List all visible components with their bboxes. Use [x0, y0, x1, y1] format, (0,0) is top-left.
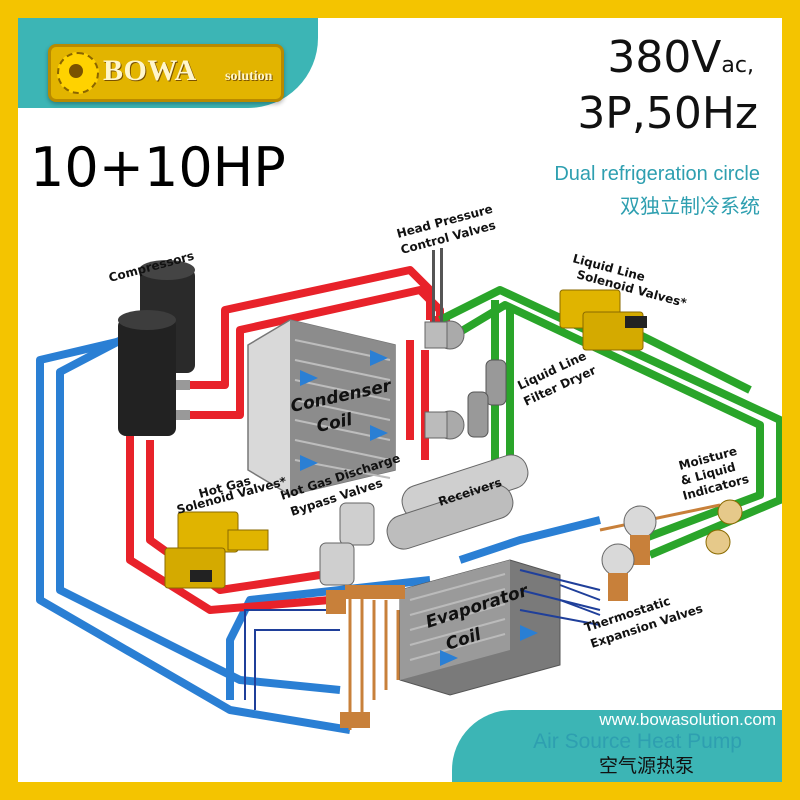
expansion-valves: [602, 506, 656, 601]
head-pressure-valves: [425, 248, 464, 439]
filter-dryers: [468, 360, 506, 437]
refrigeration-diagram: Compressors Condenser Coil Head Pressure…: [18, 18, 782, 782]
main-panel: BOWA solution 380Vac, 3P,50Hz 10+10HP Du…: [18, 18, 782, 782]
website-url: www.bowasolution.com: [599, 710, 776, 730]
compressors: [118, 260, 195, 436]
product-name-cn: 空气源热泵: [599, 751, 694, 778]
hot-gas-solenoid-valves: [165, 512, 268, 588]
